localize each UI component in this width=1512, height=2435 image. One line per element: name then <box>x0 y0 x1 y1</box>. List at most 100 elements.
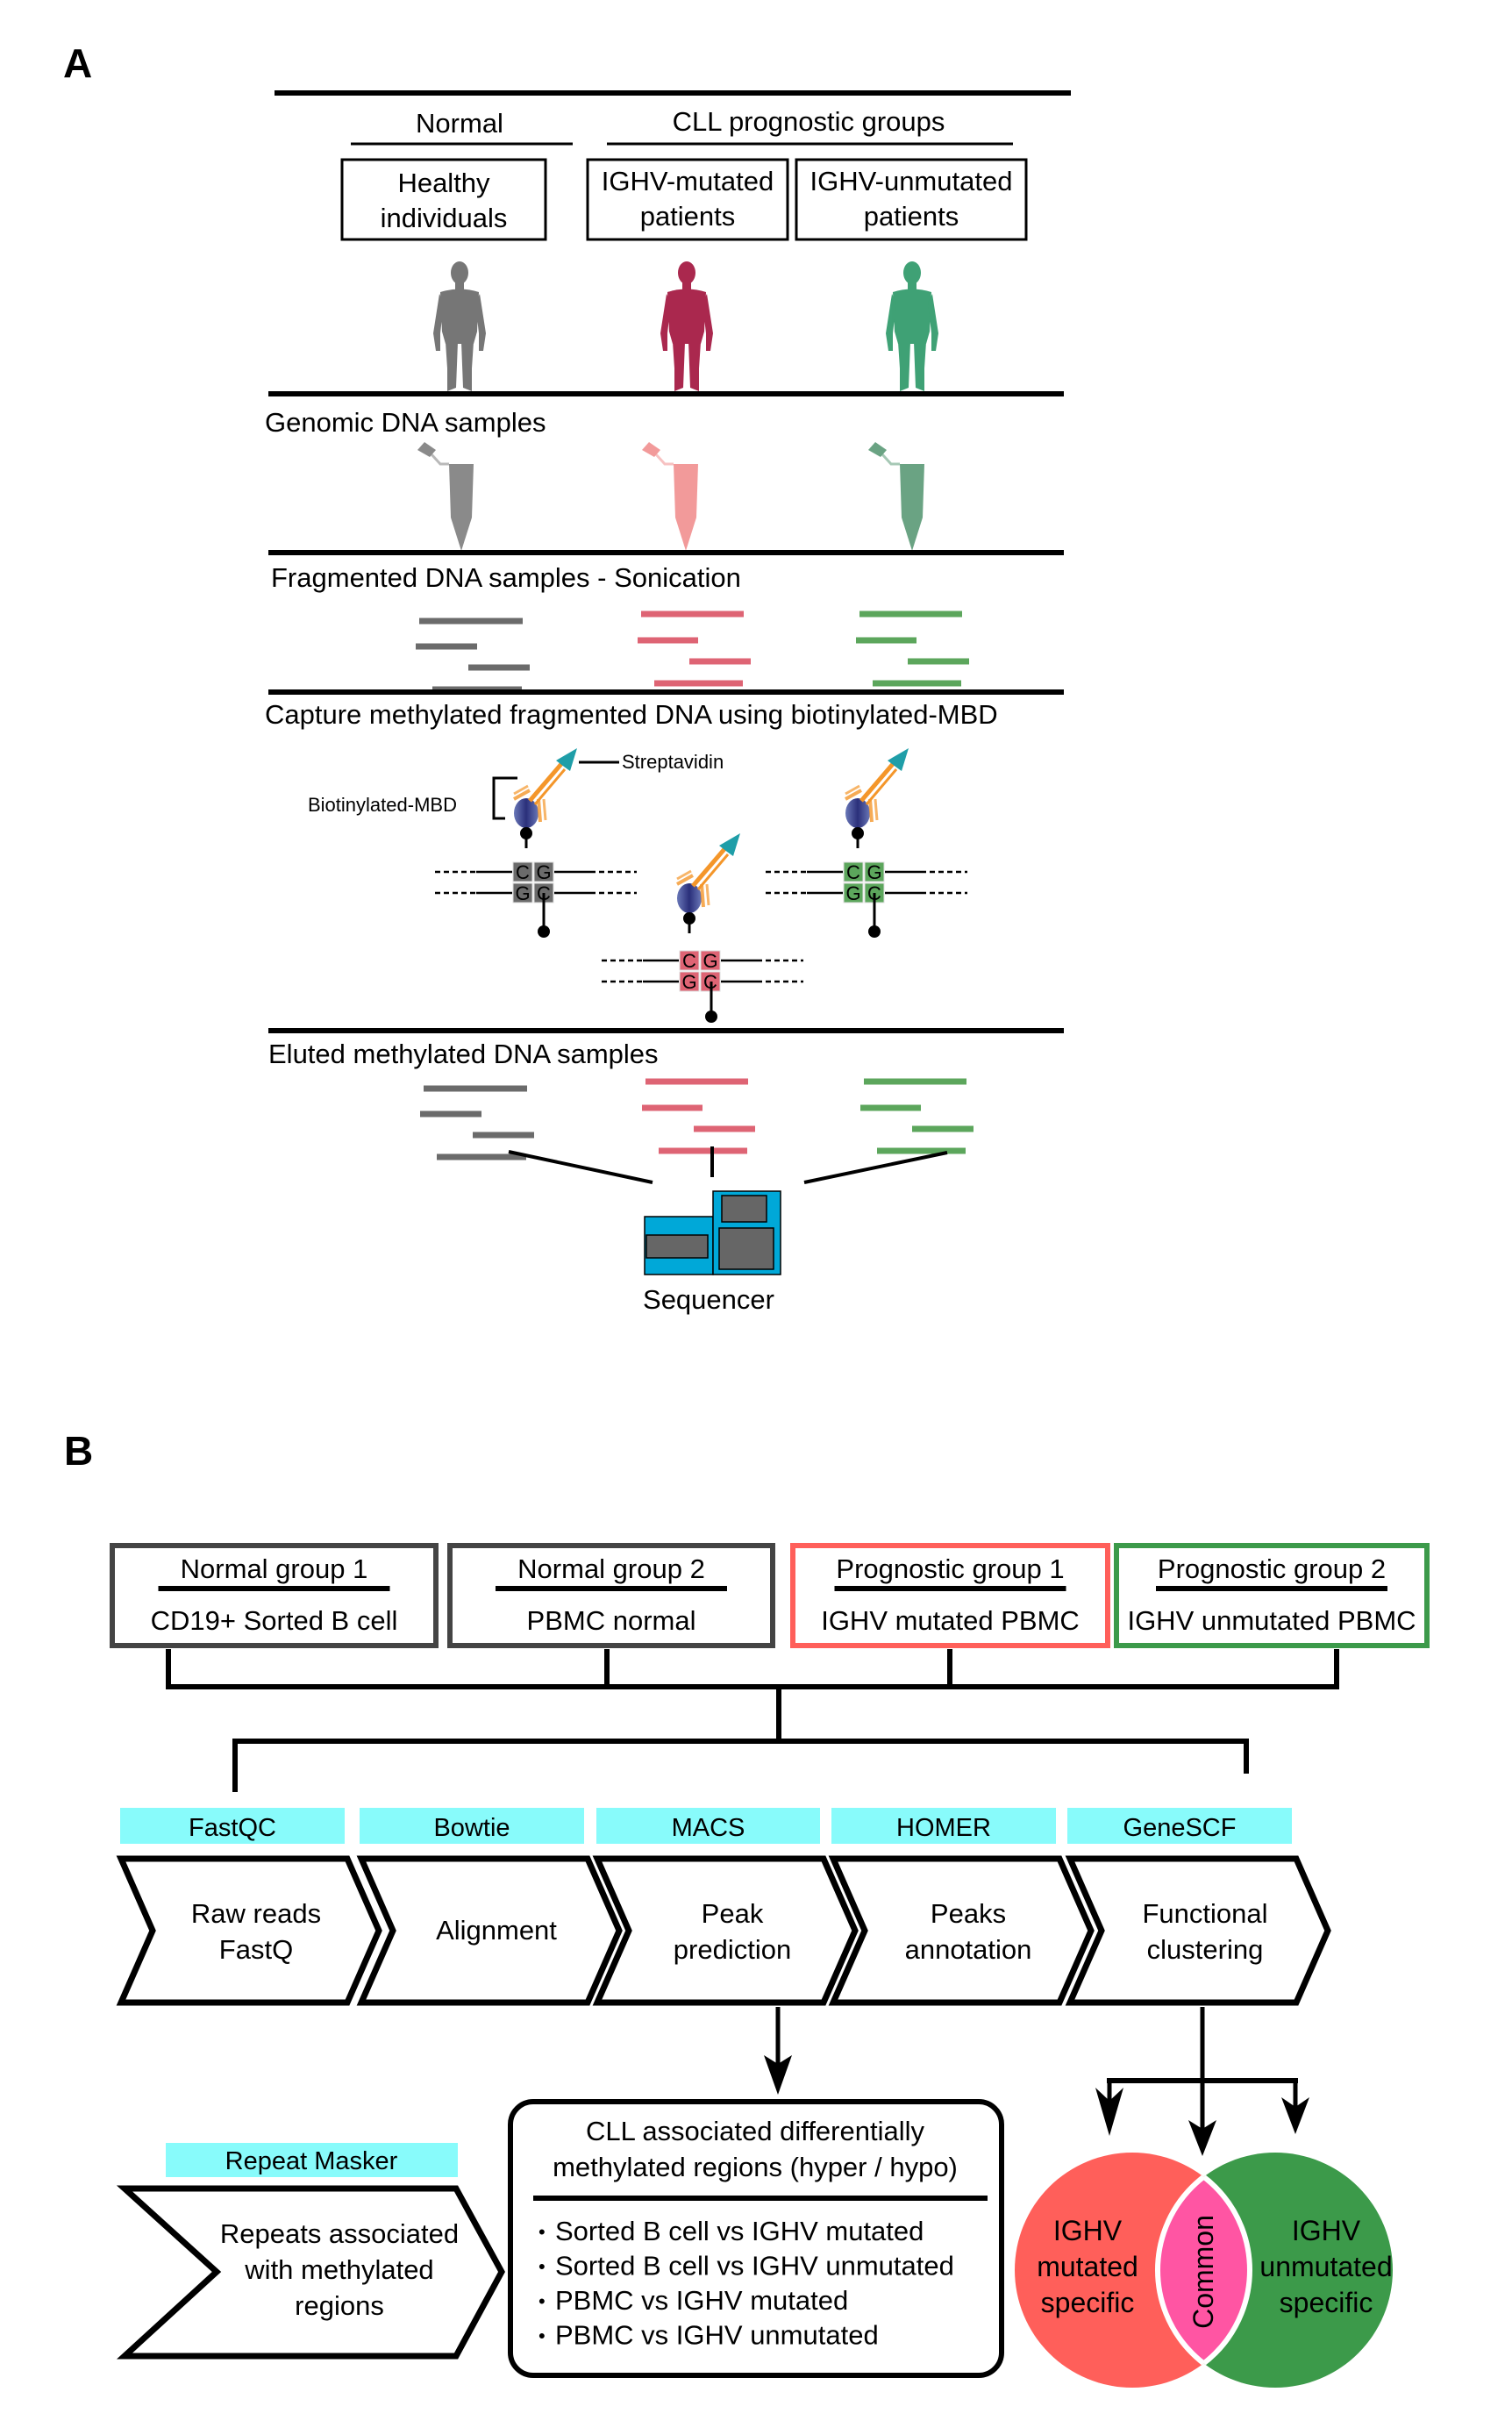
tool-label: HOMER <box>831 1808 1056 1844</box>
dna-fragments <box>638 611 751 687</box>
dna-fragment <box>641 611 744 618</box>
group-box-line1: IGHV-mutated <box>602 166 774 196</box>
header-cll-groups: CLL prognostic groups <box>673 106 945 137</box>
connector-line <box>803 1151 948 1184</box>
group-box-line2: patients <box>640 201 736 232</box>
dna-fragment <box>642 1104 703 1111</box>
step-eluted: Eluted methylated DNA samples <box>268 1039 659 1069</box>
arrow-to-dmr-box <box>764 2007 792 2095</box>
repeat-chevron-line1: Repeats associated <box>220 2218 459 2249</box>
tool-name: FastQC <box>189 1814 276 1842</box>
dna-fragment <box>908 658 969 665</box>
tool-name: GeneSCF <box>1123 1814 1237 1842</box>
dna-fragment <box>473 1132 534 1139</box>
step-line2: FastQ <box>219 1934 293 1965</box>
step-line1: Functional <box>1142 1898 1267 1929</box>
repeat-chevron: Repeats associated with methylated regio… <box>116 2185 505 2360</box>
tool-name: HOMER <box>896 1814 991 1842</box>
biotinylated-mbd-complex-icon <box>845 748 909 848</box>
dmr-title-line2: methylated regions (hyper / hypo) <box>553 2152 958 2182</box>
biotin-pin-icon <box>705 1010 717 1023</box>
comparison-item: Sorted B cell vs IGHV mutated <box>555 2216 924 2246</box>
base-letter: G <box>536 861 551 883</box>
step-genomic-dna: Genomic DNA samples <box>265 407 546 438</box>
sequencer-label: Sequencer <box>643 1284 774 1315</box>
base-letter: C <box>846 861 860 883</box>
dna-fragment <box>437 1153 526 1160</box>
base-letter: C <box>682 950 696 972</box>
bullet-icon: • <box>538 2325 546 2347</box>
step-line1: Alignment <box>436 1915 557 1946</box>
comparison-item: PBMC vs IGHV unmutated <box>555 2320 879 2351</box>
tool-name: Bowtie <box>433 1814 510 1842</box>
streptavidin-label: Streptavidin <box>622 751 724 773</box>
group-title: Normal group 1 <box>181 1553 368 1584</box>
sample-tube-icon <box>868 442 924 551</box>
step-line2: annotation <box>905 1934 1032 1965</box>
panel-label-b: B <box>64 1428 93 1474</box>
group-connector-tree <box>166 1649 1339 1792</box>
human-figure-icon <box>886 261 938 391</box>
dna-fragments <box>416 618 530 693</box>
dmr-results-box: CLL associated differentially methylated… <box>508 2099 1004 2378</box>
dmr-title-line1: CLL associated differentially <box>586 2116 925 2146</box>
dna-fragment <box>468 664 530 671</box>
dna-fragment <box>689 658 751 665</box>
panel-label-a: A <box>63 40 92 86</box>
venn-common-label: Common <box>1187 2215 1219 2329</box>
base-letter: G <box>515 882 530 904</box>
group-sample-type: PBMC normal <box>527 1605 696 1636</box>
bullet-icon: • <box>538 2221 546 2243</box>
group-box-line1: IGHV-unmutated <box>810 166 1013 196</box>
bullet-icon: • <box>538 2256 546 2278</box>
tool-label: MACS <box>596 1808 820 1844</box>
repeat-chevron-line2: with methylated <box>244 2254 433 2285</box>
dna-fragments <box>860 1078 974 1154</box>
group-box-line2: patients <box>864 201 959 232</box>
dna-fragment <box>424 1085 527 1092</box>
base-letter: G <box>703 950 717 972</box>
tool-label: Bowtie <box>360 1808 584 1844</box>
base-letter: C <box>516 861 530 883</box>
dna-fragment <box>659 1147 747 1154</box>
group-title: Prognostic group 1 <box>836 1553 1064 1584</box>
venn-right-line1: IGHV <box>1292 2215 1361 2246</box>
base-letter: G <box>845 882 860 904</box>
dna-fragment <box>877 1147 966 1154</box>
dna-fragment <box>864 1078 966 1085</box>
step-capture: Capture methylated fragmented DNA using … <box>265 699 998 730</box>
mbd-bracket <box>492 776 517 820</box>
group-box-line1: Healthy <box>397 168 490 198</box>
sequencer-icon <box>644 1190 781 1275</box>
sample-tube-icon <box>417 442 474 551</box>
comparison-item: Sorted B cell vs IGHV unmutated <box>555 2251 954 2281</box>
biotin-pin-icon <box>538 925 550 938</box>
repeat-masker-tool-label: Repeat Masker <box>166 2143 458 2177</box>
biotin-pin-icon <box>868 925 881 938</box>
step-line1: Raw reads <box>191 1898 321 1929</box>
dna-fragment <box>416 643 477 650</box>
sample-tube-icon <box>642 442 698 551</box>
biotinylated-mbd-label: Biotinylated-MBD <box>308 794 457 816</box>
venn-intersection-common <box>1158 2153 1250 2388</box>
biotinylated-mbd-complex-icon <box>513 748 577 848</box>
tool-label: FastQC <box>120 1808 345 1844</box>
dna-fragment <box>654 680 743 687</box>
venn-left-line2: mutated <box>1037 2251 1138 2282</box>
repeat-chevron-line3: regions <box>295 2290 384 2321</box>
base-letter: G <box>867 861 881 883</box>
dna-fragment <box>912 1125 974 1132</box>
sample-group-box: Normal group 1 CD19+ Sorted B cell <box>110 1543 439 1648</box>
group-sample-type: CD19+ Sorted B cell <box>151 1605 398 1636</box>
group-title: Normal group 2 <box>517 1553 705 1584</box>
dna-fragment <box>859 611 962 618</box>
dna-fragment <box>694 1125 755 1132</box>
base-letter: G <box>681 971 696 993</box>
venn-right-line2: unmutated <box>1259 2251 1392 2282</box>
